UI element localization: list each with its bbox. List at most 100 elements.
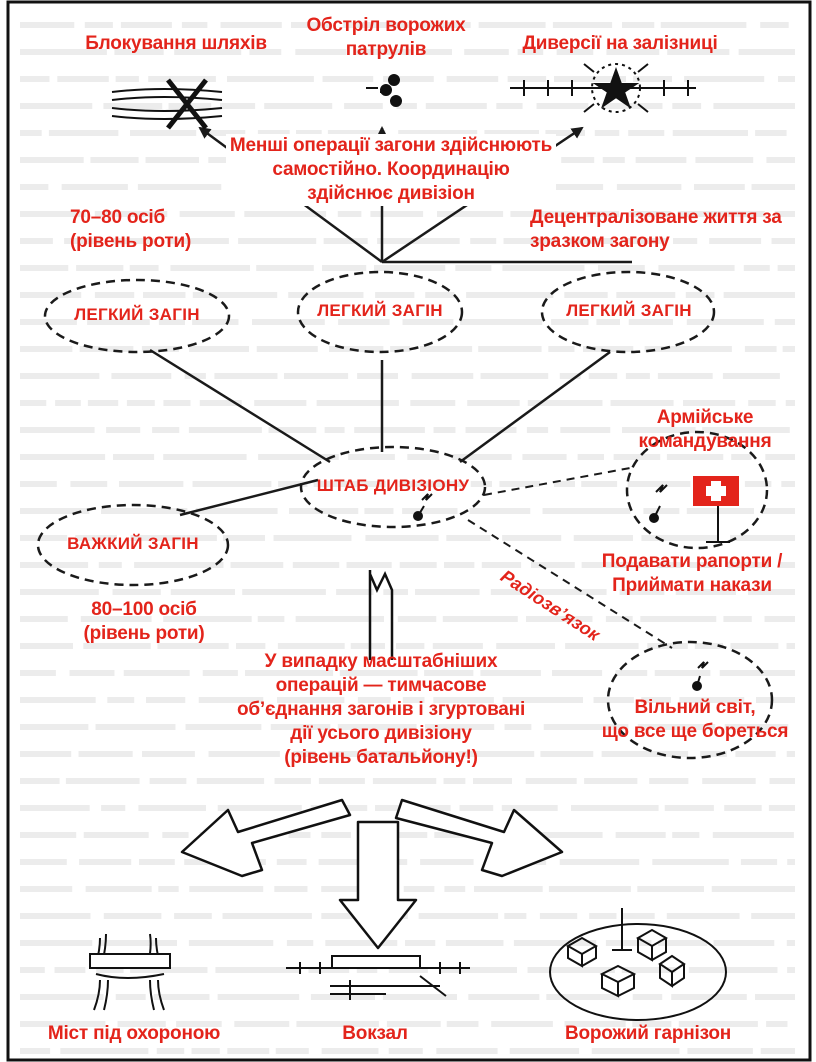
background-text-stroke xyxy=(252,319,325,325)
background-text-stroke xyxy=(515,832,603,838)
background-text-stroke xyxy=(748,589,795,595)
background-text-stroke xyxy=(163,616,252,622)
background-text-stroke xyxy=(591,1048,680,1054)
background-text-stroke xyxy=(484,130,539,136)
road-block-icon xyxy=(111,78,223,130)
background-text-stroke xyxy=(679,697,745,703)
light-unit-3-label: ЛЕГКИЙ ЗАГІН xyxy=(566,301,692,320)
page-border xyxy=(6,0,812,1062)
background-text-stroke xyxy=(192,292,278,298)
background-text-stroke xyxy=(291,22,331,28)
background-text-stroke xyxy=(724,805,762,811)
background-text-stroke xyxy=(399,562,437,568)
background-text-stroke xyxy=(284,373,349,379)
background-text-stroke xyxy=(148,76,216,82)
free-world-ellipse xyxy=(606,640,774,760)
background-text-stroke xyxy=(20,643,73,649)
background-text-stroke xyxy=(162,832,189,838)
background-text-stroke xyxy=(478,346,542,352)
background-text-stroke xyxy=(244,211,327,217)
background-text-stroke xyxy=(436,1048,498,1054)
background-text-stroke xyxy=(760,1048,795,1054)
label-light-size-note: 70–80 осіб (рівень роти) xyxy=(70,207,192,252)
background-text-stroke xyxy=(685,292,715,298)
background-text-stroke xyxy=(106,427,141,433)
background-text-stroke xyxy=(424,670,474,676)
background-text-stroke xyxy=(491,1021,553,1027)
background-text-stroke xyxy=(415,805,451,811)
background-text-stroke xyxy=(455,265,492,271)
background-text-stroke xyxy=(120,22,172,28)
background-text-stroke xyxy=(274,778,311,784)
background-text-stroke xyxy=(20,184,49,190)
background-text-stroke xyxy=(622,427,696,433)
background-text-stroke xyxy=(671,994,747,1000)
background-text-stroke xyxy=(145,157,199,163)
background-text-stroke xyxy=(577,454,604,460)
background-text-stroke xyxy=(55,400,81,406)
light-unit-1-ellipse xyxy=(43,278,231,354)
unit-ellipses xyxy=(36,270,774,760)
background-text-stroke xyxy=(83,643,151,649)
background-text-stroke xyxy=(786,751,795,757)
background-text-stroke xyxy=(635,157,687,163)
background-text-stroke xyxy=(755,994,795,1000)
background-text-stroke xyxy=(677,211,765,217)
background-text-stroke xyxy=(548,886,631,892)
label-heavy-size-note: 80–100 осіб (рівень роти) xyxy=(83,599,205,644)
background-text-stroke xyxy=(478,22,546,28)
background-text-stroke xyxy=(20,859,67,865)
background-text-stroke xyxy=(786,940,795,946)
background-text-stroke xyxy=(388,1048,423,1054)
background-text-stroke xyxy=(167,238,229,244)
background-text-stroke xyxy=(377,238,460,244)
background-text-stroke xyxy=(111,373,172,379)
background-text-stroke xyxy=(337,211,362,217)
background-text-stroke xyxy=(295,49,347,55)
light-unit-2-label: ЛЕГКИЙ ЗАГІН xyxy=(317,301,443,320)
background-text-stroke xyxy=(296,130,322,136)
background-text-stroke xyxy=(245,670,334,676)
background-text-stroke xyxy=(722,373,780,379)
heavy-unit-label: ВАЖКИЙ ЗАГІН xyxy=(67,534,199,553)
background-text-stroke xyxy=(633,76,672,82)
background-text-stroke xyxy=(415,22,471,28)
background-text-stroke xyxy=(545,130,585,136)
background-text-stroke xyxy=(451,454,512,460)
background-text-stroke xyxy=(546,994,621,1000)
free-world-transmitter-icon xyxy=(692,661,709,691)
background-text-stroke xyxy=(322,265,367,271)
background-text-stroke xyxy=(628,319,673,325)
background-text-stroke xyxy=(202,670,238,676)
background-text-stroke xyxy=(20,535,68,541)
background-text-stroke xyxy=(356,967,378,973)
background-text-stroke xyxy=(616,184,682,190)
background-text-stroke xyxy=(198,697,264,703)
big-arrows xyxy=(180,798,564,950)
background-text-stroke xyxy=(174,49,242,55)
background-text-stroke xyxy=(196,778,265,784)
background-text-stroke xyxy=(396,103,417,109)
background-text-stroke xyxy=(473,778,512,784)
background-text-stroke xyxy=(402,508,458,514)
background-text-stroke xyxy=(744,346,777,352)
background-text-stroke xyxy=(20,778,60,784)
background-text-stroke xyxy=(410,400,456,406)
background-text-stroke xyxy=(467,400,520,406)
background-text-stroke xyxy=(543,724,629,730)
background-text-stroke xyxy=(702,778,756,784)
background-text-stroke xyxy=(20,454,106,460)
background-text-stroke xyxy=(559,859,640,865)
background-text-stroke xyxy=(61,184,128,190)
background-text-stroke xyxy=(343,22,410,28)
background-text-stroke xyxy=(619,589,665,595)
background-text-stroke xyxy=(424,724,495,730)
background-text-stroke xyxy=(573,535,633,541)
background-text-stroke xyxy=(425,103,487,109)
background-text-stroke xyxy=(554,481,575,487)
background-text-stroke xyxy=(20,670,56,676)
background-text-stroke xyxy=(188,940,274,946)
background-text-stroke xyxy=(622,22,655,28)
heavy-unit-ellipse xyxy=(36,503,230,587)
background-text-stroke xyxy=(786,643,795,649)
